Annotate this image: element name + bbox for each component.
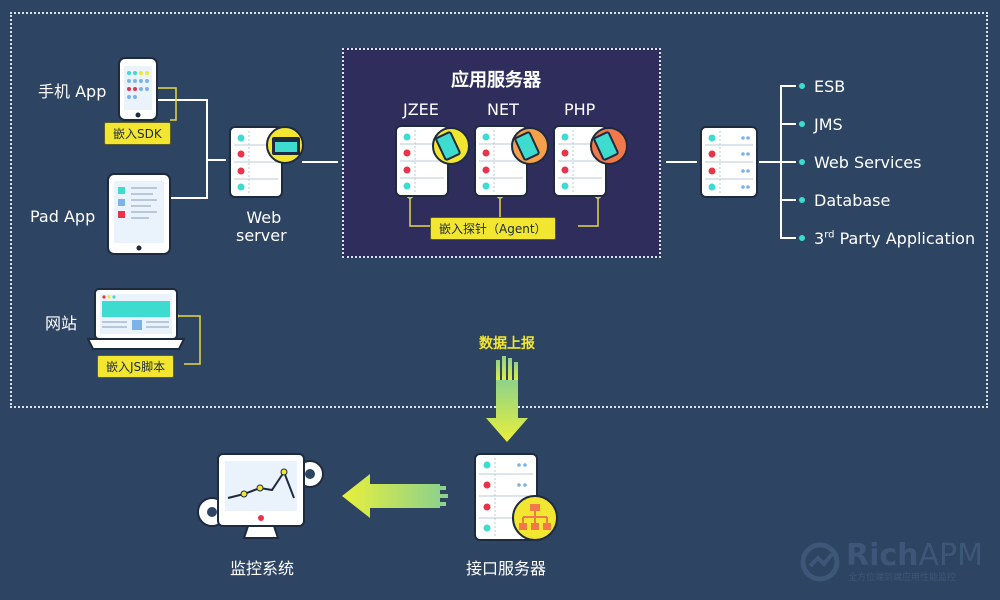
richapm-logo-icon (800, 542, 840, 582)
service-jms: JMS (814, 115, 843, 134)
web-server-label-line2: server (236, 226, 287, 245)
web-server-label-line1: Web (246, 208, 282, 227)
web-server-label: Web server (236, 208, 287, 245)
sdk-tag: 嵌入SDK (104, 122, 171, 145)
net-label: NET (487, 100, 519, 119)
service-esb: ESB (814, 77, 846, 96)
service-database: Database (814, 191, 891, 210)
tablet-icon (107, 173, 171, 255)
mobile-app-label: 手机 App (38, 82, 107, 101)
brand-name-apm: APM (918, 538, 984, 573)
service-bullet (799, 83, 805, 89)
brand-name: RichAPM (846, 538, 983, 573)
php-server-icon (553, 125, 628, 197)
upload-arrow (486, 356, 528, 442)
third-party-number: 3 (814, 229, 825, 248)
net-server-icon (474, 125, 549, 197)
phone-icon (118, 57, 158, 121)
service-bullet (799, 197, 805, 203)
upload-label: 数据上报 (479, 336, 535, 352)
php-label: PHP (564, 100, 596, 119)
backend-server-icon (700, 126, 758, 198)
service-web-services: Web Services (814, 153, 922, 172)
app-server-title: 应用服务器 (451, 70, 541, 91)
agent-tag: 嵌入探针（Agent） (430, 217, 556, 240)
monitor-icon (197, 453, 324, 539)
monitoring-system-label: 监控系统 (230, 559, 295, 578)
web-server-icon (229, 126, 304, 198)
brand-slogan: 全方位端到端应用性能监控 (848, 573, 957, 583)
service-third-party: 3rd Party Application (814, 229, 975, 248)
jzee-label: JZEE (403, 100, 439, 119)
service-bullet (799, 159, 805, 165)
interface-server-icon (474, 453, 558, 541)
third-party-ordinal: rd (824, 229, 835, 241)
report-arrow (342, 474, 448, 518)
pad-app-label: Pad App (30, 207, 96, 226)
interface-server-label: 接口服务器 (466, 559, 547, 578)
jzee-server-icon (395, 125, 470, 197)
js-tag: 嵌入JS脚本 (97, 355, 175, 378)
laptop-icon (87, 288, 185, 350)
service-bullet (799, 121, 805, 127)
brand-name-rich: Rich (846, 538, 919, 573)
website-label: 网站 (45, 314, 78, 333)
service-bullet (799, 235, 805, 241)
third-party-text: Party Application (834, 229, 976, 248)
